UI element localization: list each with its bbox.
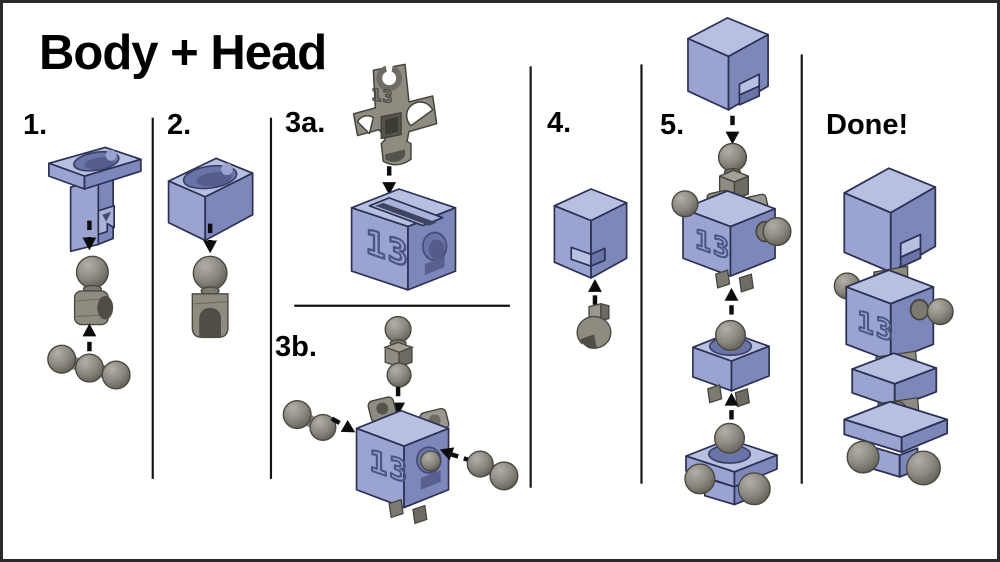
step-label-2: 2. [167, 109, 192, 141]
part-ball-clip-joint [191, 255, 229, 339]
part-hip-block [684, 422, 778, 506]
arrow-step4-up [588, 279, 602, 305]
part-arm-ball-right [466, 450, 519, 491]
part-triple-ball-link [47, 344, 131, 390]
arrow-step5-up1 [724, 287, 739, 315]
part-neck-clip [576, 302, 612, 352]
step-label-3b: 3b. [275, 331, 317, 363]
arrow-step1-up [82, 323, 97, 352]
part-upper-body-assembly: 13 [671, 142, 792, 293]
part-head-block-step4 [553, 188, 628, 279]
arrow-step5-head-down [725, 115, 740, 145]
part-neck-ball-joint [383, 315, 414, 388]
assembly-diagram: 13 13 [47, 16, 954, 525]
part-head-block-step5 [687, 16, 769, 111]
arrow-step2-down [203, 223, 218, 254]
part-ball-socket-joint [73, 255, 114, 326]
page-title: Body + Head [39, 26, 327, 80]
part-torso-block: 13 [350, 188, 457, 291]
arrow-step5-up2 [724, 392, 739, 420]
part-arm-ball-left [282, 400, 337, 441]
part-waist-block [692, 319, 770, 408]
section-dividers [151, 54, 803, 488]
arrow-step3b-left [330, 416, 356, 433]
arrow-step1-down [82, 220, 97, 251]
emboss-13-skeleton: 13 [371, 84, 393, 107]
done-label: Done! [826, 109, 909, 141]
arrow-step3a-down [382, 166, 397, 195]
step-label-3a: 3a. [285, 107, 326, 139]
part-mount-plate-block [48, 146, 142, 253]
part-assembled-figure: 13 [833, 167, 954, 486]
step-label-4: 4. [547, 107, 572, 139]
step-label-1: 1. [23, 109, 48, 141]
part-torso-assembly-3b: 13 [355, 396, 450, 525]
step-label-5: 5. [660, 109, 685, 141]
part-skeleton-insert: 13 [352, 62, 438, 166]
